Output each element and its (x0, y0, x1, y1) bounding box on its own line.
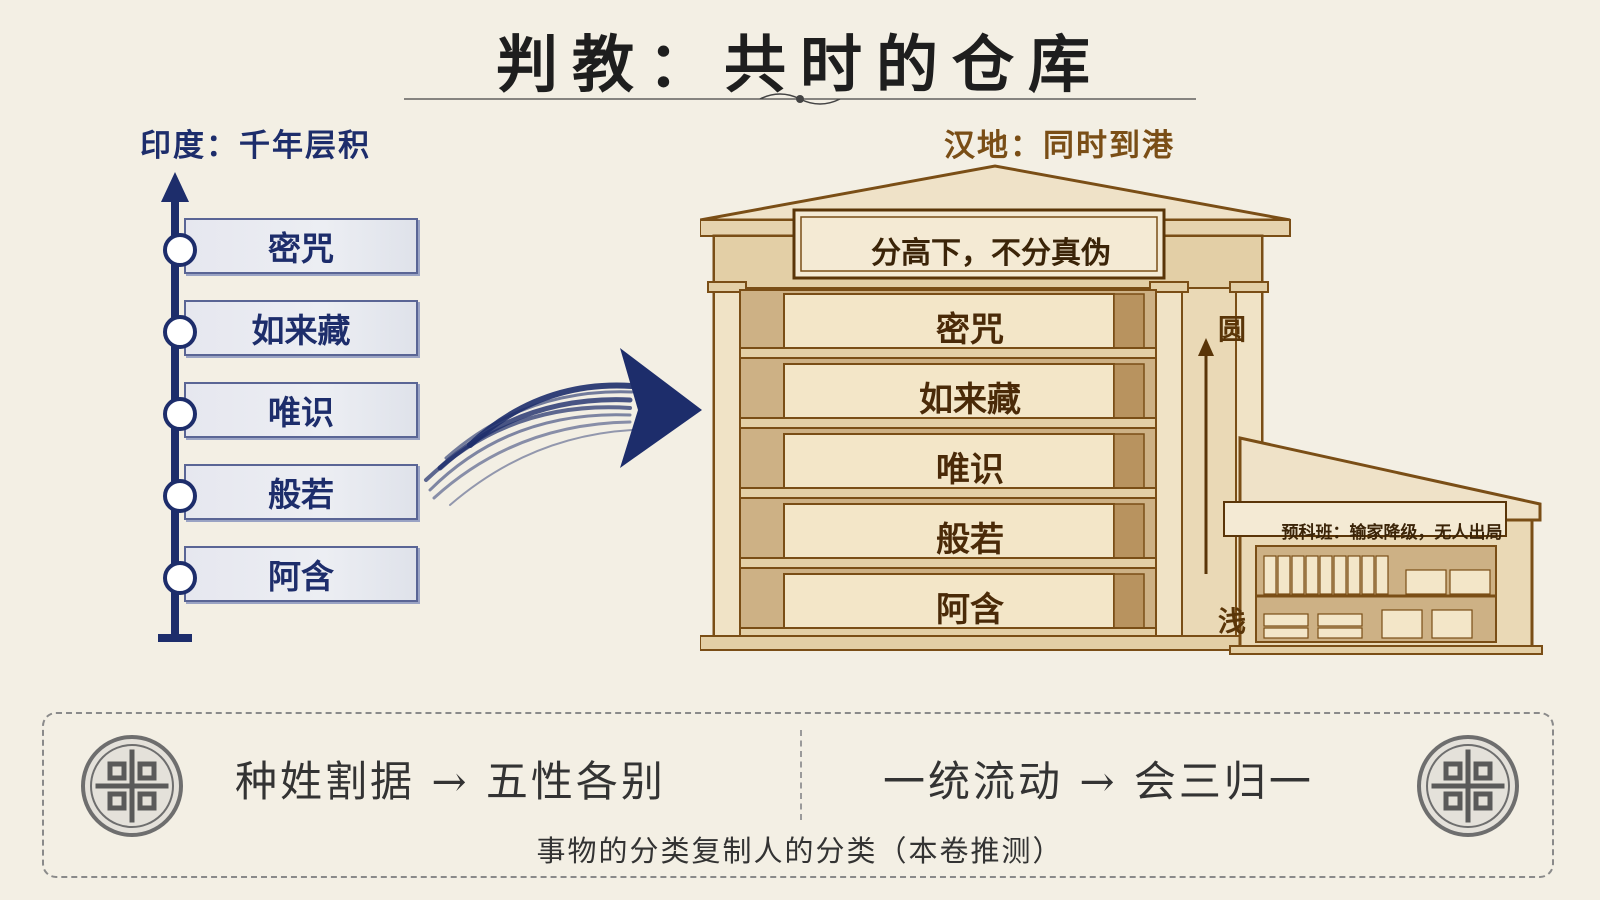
depth-top-label: 圆 (1218, 313, 1247, 346)
shelf-label: 密咒 (936, 310, 1004, 350)
india-layer-label: 密咒 (268, 229, 334, 268)
summary-panel (42, 712, 1554, 878)
india-layer-bore: 般若 (184, 464, 418, 520)
summary-right-text: 一统流动 → 会三归一 (883, 757, 1314, 806)
timeline-node (163, 479, 197, 513)
india-heading: 印度：千年层积 (140, 128, 371, 164)
shelf-label: 唯识 (936, 450, 1004, 490)
summary-caption: 事物的分类复制人的分类（本卷推测） (536, 834, 1064, 868)
timeline-node (163, 233, 197, 267)
india-layer-label: 如来藏 (251, 311, 351, 350)
title-ornament-divider (404, 93, 1196, 105)
warehouse-roof-sign: 分高下，不分真伪 (871, 236, 1111, 271)
summary-divider (800, 730, 802, 820)
timeline-node (163, 397, 197, 431)
page-title: 判教：共时的仓库 (495, 28, 1104, 101)
annex-sign: 预科班：输家降级，无人出局 (1281, 523, 1503, 543)
chinese-knot-medallion-icon (81, 735, 183, 837)
timeline-node (163, 315, 197, 349)
han-heading: 汉地：同时到港 (944, 128, 1175, 164)
india-layer-label: 般若 (268, 475, 334, 514)
india-layer-ahan: 阿含 (184, 546, 418, 602)
shelf-label: 如来藏 (919, 380, 1021, 420)
timeline-node (163, 561, 197, 595)
depth-bottom-label: 浅 (1218, 605, 1247, 638)
india-layer-mizhou: 密咒 (184, 218, 418, 274)
summary-left-text: 种姓割据 → 五性各别 (235, 757, 666, 806)
india-layer-rulaizang: 如来藏 (184, 300, 418, 356)
transfer-arrow-icon (424, 348, 702, 506)
india-layer-weishi: 唯识 (184, 382, 418, 438)
shelf-label: 阿含 (936, 590, 1004, 630)
shelf-label: 般若 (936, 520, 1004, 560)
india-layer-label: 阿含 (268, 557, 334, 596)
india-layer-label: 唯识 (268, 393, 334, 432)
warehouse-icon (700, 164, 1543, 655)
chinese-knot-medallion-icon (1417, 735, 1519, 837)
